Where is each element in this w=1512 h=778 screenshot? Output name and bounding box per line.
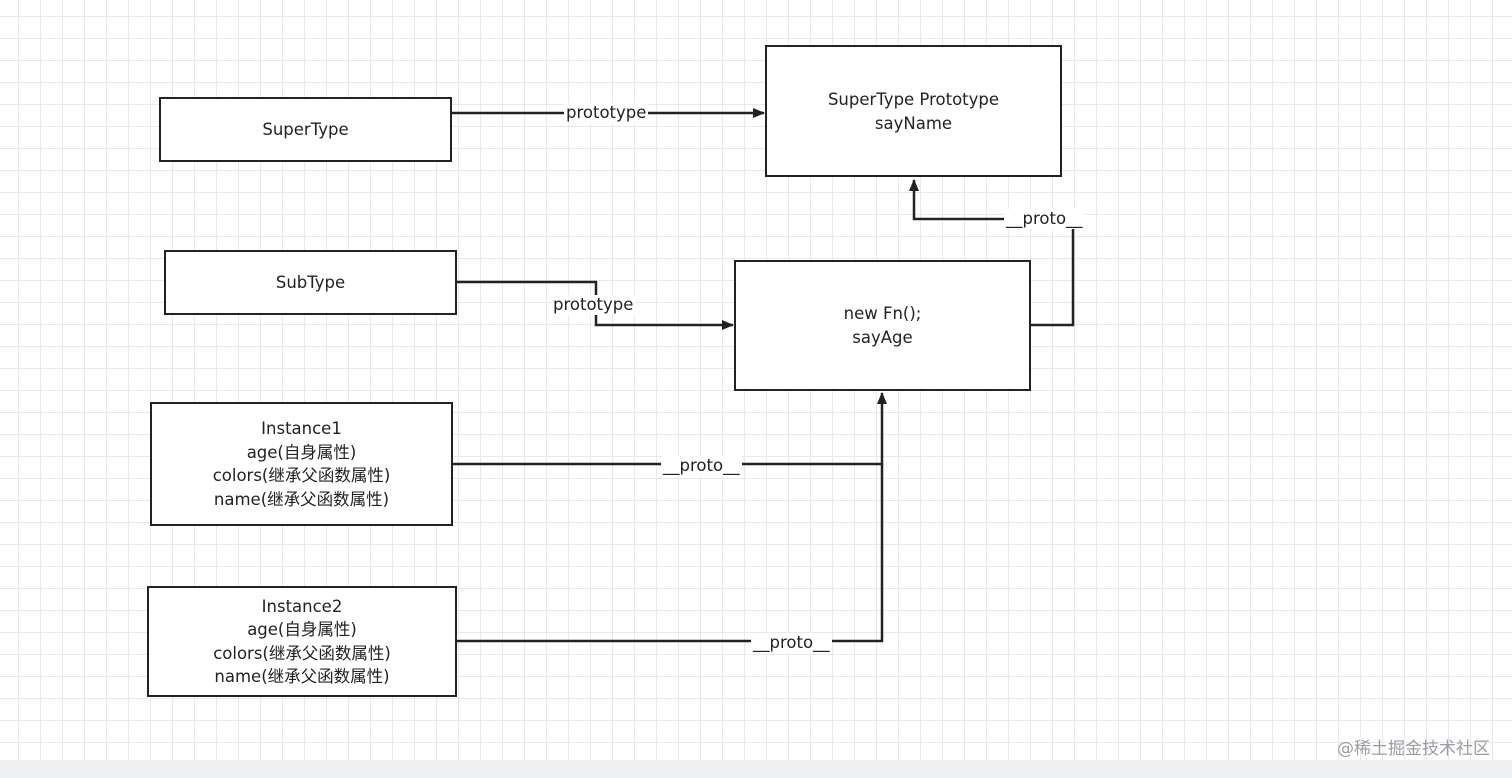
node-instance2: Instance2 age(自身属性) colors(继承父函数属性) name…: [147, 586, 457, 697]
node-instance2-inherited-name: name(继承父函数属性): [214, 667, 390, 686]
edge-label-instance2-proto: __proto__: [751, 633, 832, 653]
node-instance1: Instance1 age(自身属性) colors(继承父函数属性) name…: [150, 402, 453, 526]
node-instance1-inherited-colors: colors(继承父函数属性): [212, 466, 391, 485]
watermark: @稀土掘金技术社区: [1337, 739, 1490, 759]
node-new-fn-method: sayAge: [852, 327, 913, 347]
node-supertype-prototype-title: SuperType Prototype: [827, 90, 1000, 109]
node-new-fn: new Fn(); sayAge: [734, 260, 1031, 391]
node-supertype-title: SuperType: [262, 119, 349, 139]
node-new-fn-title: new Fn();: [843, 304, 922, 323]
edge-label-newfn-proto: __proto__: [1004, 209, 1085, 229]
node-instance1-inherited-name: name(继承父函数属性): [213, 489, 390, 509]
node-subtype-title: SubType: [275, 272, 346, 292]
node-instance2-own-prop: age(自身属性): [247, 620, 357, 639]
node-instance2-inherited-colors: colors(继承父函数属性): [213, 643, 391, 663]
node-supertype-prototype: SuperType Prototype sayName: [765, 45, 1062, 177]
node-instance2-title: Instance2: [261, 596, 343, 616]
node-subtype: SubType: [164, 250, 457, 315]
edge-instance1-proto-line: [453, 392, 887, 466]
node-instance1-own-prop: age(自身属性): [246, 442, 357, 462]
node-supertype: SuperType: [159, 97, 452, 162]
node-supertype-prototype-method: sayName: [874, 113, 953, 133]
edge-label-instance1-proto: __proto__: [661, 456, 742, 476]
bottom-scroll-bar: [0, 760, 1512, 778]
edge-label-subtype-prototype: prototype: [551, 295, 636, 315]
node-instance1-title: Instance1: [261, 419, 342, 438]
edge-label-supertype-prototype: prototype: [564, 103, 649, 123]
edge-instance2-proto-line: [456, 464, 884, 643]
